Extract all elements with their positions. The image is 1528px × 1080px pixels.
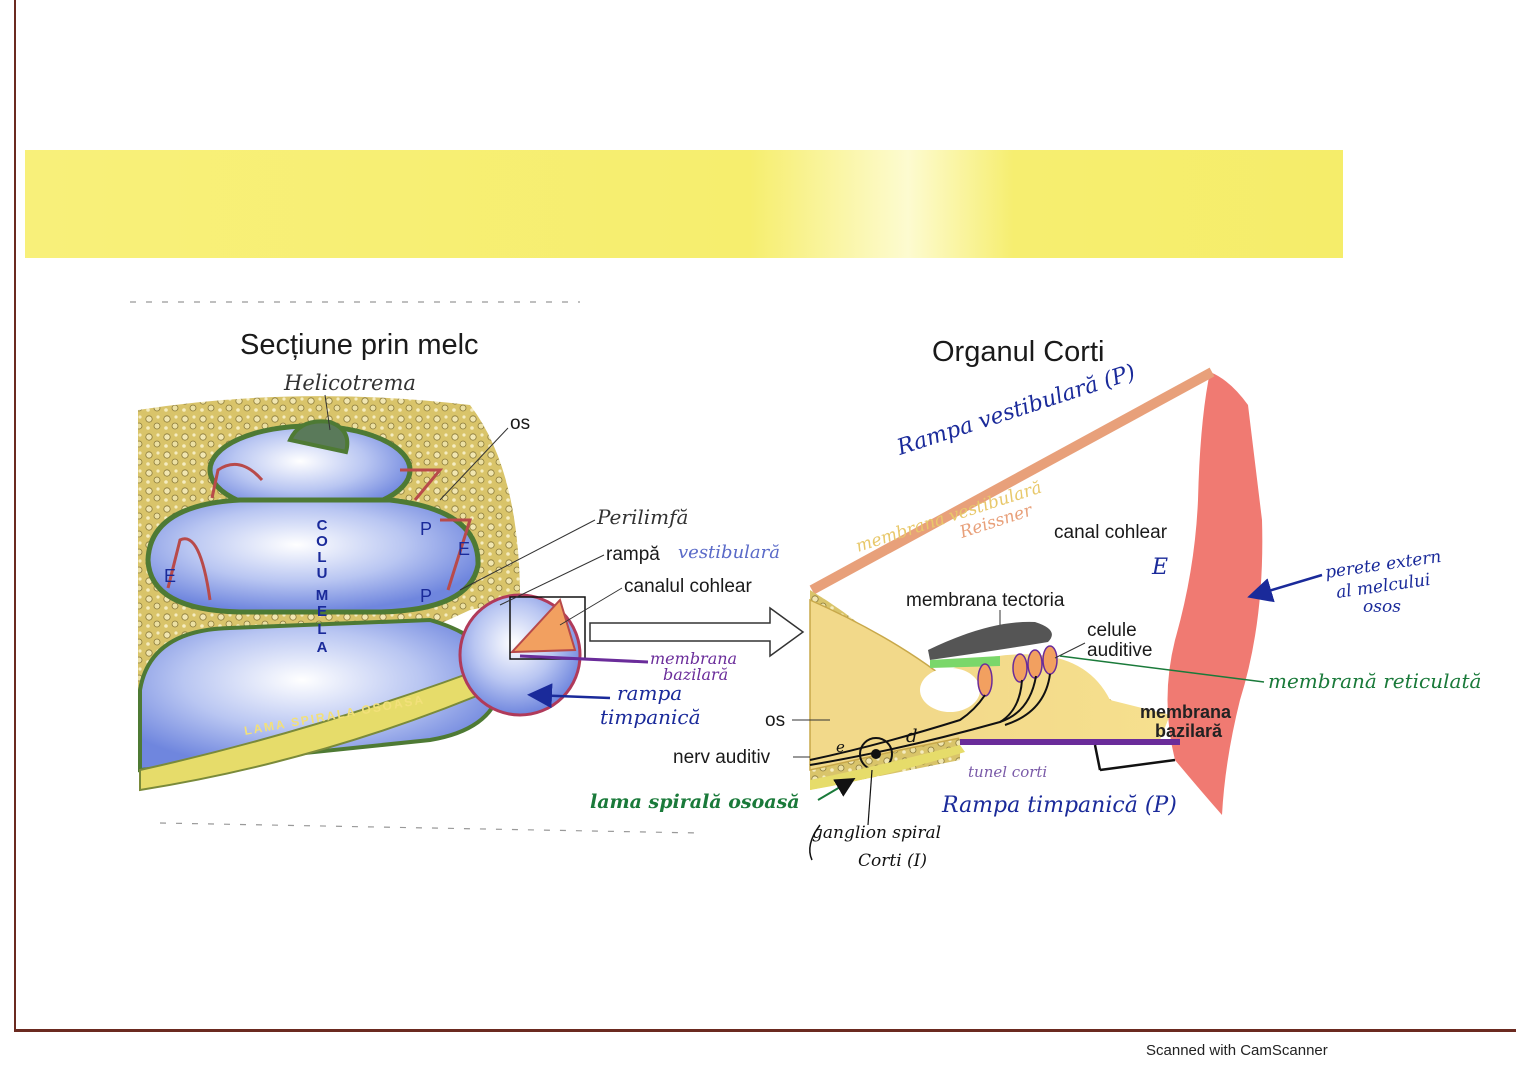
vestibular-membrane-mid-l [166, 537, 212, 601]
label-bazilara-left: bazilară [663, 665, 728, 684]
vestibular-membrane-top [210, 462, 264, 499]
yellow-highlight-band [25, 150, 1343, 258]
label-rampa: rampă [606, 544, 660, 565]
circle-membrane [509, 598, 577, 654]
nerve-fibers [809, 673, 1051, 766]
label-ganglion: ganglion spiral [812, 823, 941, 843]
scala-letters: P P E E [164, 519, 470, 606]
label-tunel-corti: tunel corti [968, 763, 1047, 781]
label-membrana-left: membrana [650, 649, 737, 668]
label-rampa-vestibulara: Rampa vestibulară (P) [893, 360, 1138, 461]
leader-perilimfa [459, 519, 596, 591]
label-os-left: os [510, 413, 530, 434]
vestibular-membrane-mid-r2 [440, 518, 473, 591]
label-auditive: auditive [1087, 640, 1153, 661]
leader-ganglion [867, 769, 873, 826]
columela-letters: C O L U M E L A [316, 517, 329, 656]
columela-letter: C [317, 517, 328, 534]
columela-letter: E [317, 603, 327, 620]
label-canal-cohlear: canal cohlear [1054, 522, 1168, 543]
label-lama-spirala: lama spirală osoasă [590, 791, 800, 813]
hair-cells [977, 645, 1058, 697]
columela-letter: L [317, 549, 326, 566]
magnify-arrow [589, 606, 805, 658]
letter-p: P [420, 519, 432, 539]
letter-e: E [164, 566, 176, 586]
label-timpanica-left: timpanică [600, 705, 701, 729]
leader-reticulata [1059, 655, 1265, 683]
columela-letter: M [316, 587, 329, 604]
label-os-right: os [765, 710, 785, 731]
cochlea-turn-middle [145, 497, 481, 615]
label-rampa-timpanica: Rampa timpanică (P) [941, 793, 1177, 818]
columela-letter: L [317, 621, 326, 638]
magnify-box [509, 596, 586, 660]
label-membrana-reticulata: membrană reticulată [1268, 669, 1481, 693]
spiral-ganglion-dot [871, 749, 881, 759]
label-perilimfa: Perilimfă [596, 505, 688, 529]
vestibular-membrane-mid-r [400, 468, 444, 501]
label-celule: celule [1087, 620, 1137, 641]
label-membrana-bazilara-2: bazilară [1155, 721, 1223, 741]
label-canalul-cohlear: canalul cohlear [624, 576, 752, 597]
label-perete-3: osos [1363, 597, 1401, 617]
bracket-ganglion [809, 824, 821, 861]
leader-celule [1054, 642, 1086, 659]
leader-canalul [559, 587, 623, 626]
right-title: Organul Corti [932, 336, 1104, 368]
leader-os-left [439, 427, 509, 501]
arrow-perete [1247, 573, 1323, 603]
left-title: Secțiune prin melc [240, 329, 479, 361]
outer-wall-red [1167, 372, 1263, 815]
label-membrana-bazilara-1: membrana [1140, 702, 1232, 722]
label-rampa-timp: rampa [617, 681, 682, 705]
tunnel-space [920, 668, 980, 712]
columela-letter: A [317, 639, 328, 656]
columela-letter: U [317, 565, 328, 582]
letter-p: P [420, 586, 432, 606]
left-cochlea-section: C O L U M E L A P P E E LAMA SPIRALA OSO… [138, 396, 805, 792]
tectorial-membrane [928, 621, 1052, 660]
leader-rampa [499, 554, 605, 606]
arrow-lama [817, 777, 856, 801]
label-corti-i: Corti (I) [858, 851, 927, 871]
label-d: d [906, 726, 918, 747]
label-e-small: e [836, 738, 845, 756]
basilar-bracket [1093, 744, 1176, 772]
letter-e: E [458, 539, 470, 559]
label-nerv-auditiv: nerv auditiv [673, 747, 771, 768]
label-vestibulara: vestibulară [678, 542, 780, 563]
arrow-timpanica [527, 683, 611, 709]
leader-helicotrema [324, 394, 331, 431]
reissner-membrane [809, 367, 1215, 595]
label-helicotrema: Helicotrema [283, 371, 416, 395]
helicotrema-dome [287, 419, 350, 455]
label-e-right: E [1151, 555, 1168, 580]
figure-frame [130, 301, 701, 834]
label-membrana-tectoria: membrana tectoria [906, 590, 1065, 611]
footer-scanner-note: Scanned with CamScanner [1146, 1042, 1328, 1059]
leader-membrana-left [519, 654, 649, 664]
columela-letter: O [316, 533, 328, 550]
